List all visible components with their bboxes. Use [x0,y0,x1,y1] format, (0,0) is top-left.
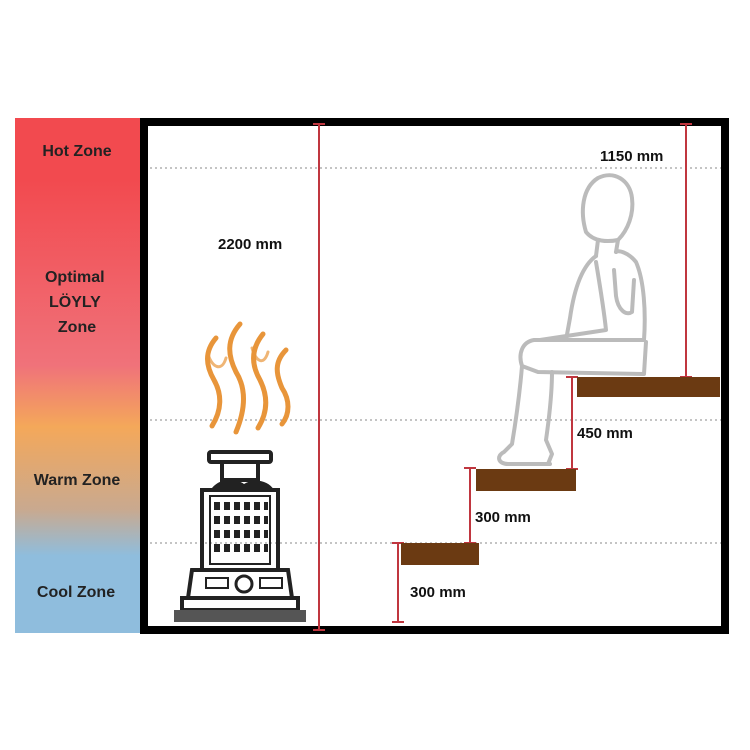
sauna-stove-icon [174,450,306,622]
stove-floor-plate [174,610,306,622]
stove-rocks [212,479,274,490]
middle-step-dimension [464,467,476,544]
stove-body-inner [209,495,271,565]
sauna-room-outline [140,118,729,634]
stove-dial [234,574,254,594]
middle-step-label: 300 mm [475,509,531,526]
zone-label-hot: Hot Zone [42,143,111,160]
bottom-bench [401,543,479,565]
zone-label-cool: Cool Zone [37,584,115,601]
room-height-label: 2200 mm [218,236,282,253]
seated-person-icon [497,173,648,466]
ceiling-to-bench-dimension [680,123,692,378]
steam-icon [205,321,291,435]
zone-label-optimal: Optimal LÖYLY Zone [45,269,109,336]
top-step-dimension [566,376,578,470]
room-height-dimension [313,123,325,631]
zone-gradient-bar [15,118,140,633]
zone-label-warm: Warm Zone [34,472,121,489]
stove-vent-holes [214,502,268,552]
stove-control-right [259,577,283,589]
top-bench [577,377,720,397]
stove-chimney [220,460,260,482]
stove-plinth [180,596,300,612]
stove-base [185,568,295,600]
ceiling-to-bench-label: 1150 mm [600,148,663,165]
middle-bench [476,469,576,491]
stove-control-left [205,577,229,589]
top-step-label: 450 mm [577,425,633,442]
bottom-step-label: 300 mm [410,584,466,601]
